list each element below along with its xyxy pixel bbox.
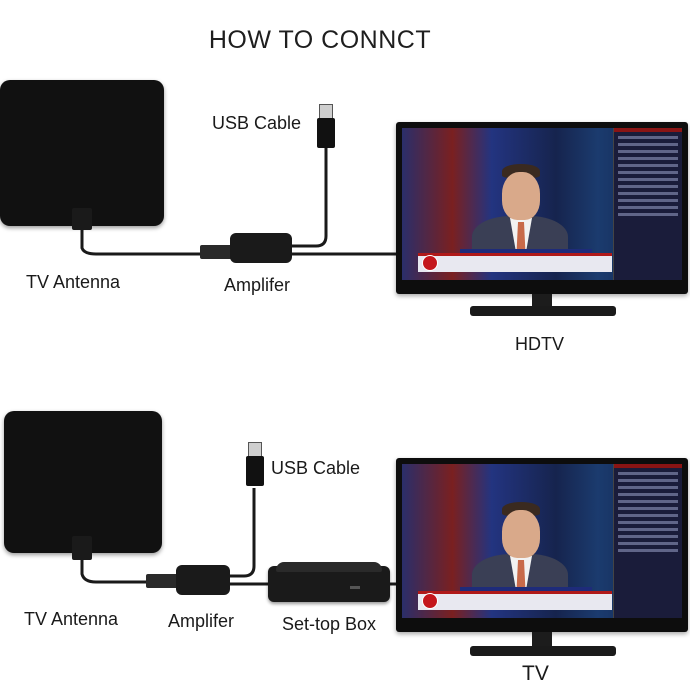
bottom-antenna (4, 411, 162, 553)
page-title: HOW TO CONNCT (208, 26, 432, 54)
top-antenna (0, 80, 164, 226)
top-tv-label: HDTV (515, 334, 564, 354)
top-amplifier (230, 233, 292, 263)
top-hdtv (396, 122, 688, 294)
bottom-tv-label: TV (522, 662, 549, 685)
bottom-tv-stand-neck (532, 632, 552, 646)
top-score-panel (613, 128, 682, 280)
top-antenna-tab (72, 208, 92, 230)
top-tv-stand-neck (532, 294, 552, 306)
bottom-amplifier (176, 565, 230, 595)
bottom-tv (396, 458, 688, 632)
bottom-antenna-cable (80, 558, 148, 584)
bottom-antenna-tab (72, 536, 92, 560)
top-tv-screen (402, 128, 682, 280)
top-amplifier-label: Amplifer (224, 275, 291, 295)
top-antenna-label: TV Antenna (26, 272, 121, 292)
bottom-amp-connector (146, 574, 178, 588)
bottom-usb-label: USB Cable (271, 458, 361, 478)
bottom-club-crest-icon (422, 593, 438, 609)
set-top-box (268, 562, 390, 602)
bottom-tv-screen (402, 464, 682, 618)
top-ticker-top (460, 249, 592, 256)
top-tv-stand-base (470, 306, 616, 316)
bottom-ticker (418, 591, 612, 610)
bottom-score-panel (613, 464, 682, 618)
bottom-antenna-label: TV Antenna (24, 609, 119, 629)
settop-label: Set-top Box (282, 614, 377, 634)
bottom-usb-cable (228, 488, 256, 578)
bottom-ticker-top (460, 587, 592, 594)
bottom-tv-stand-base (470, 646, 616, 656)
top-antenna-cable (80, 228, 202, 256)
top-amp-connector (200, 245, 232, 259)
top-ticker (418, 253, 612, 272)
bottom-usb-plug-icon (246, 456, 264, 486)
top-usb-cable (290, 148, 328, 248)
bottom-amplifier-label: Amplifer (168, 611, 235, 631)
top-usb-label: USB Cable (212, 113, 302, 133)
top-club-crest-icon (422, 255, 438, 271)
top-usb-plug-icon (317, 118, 335, 148)
